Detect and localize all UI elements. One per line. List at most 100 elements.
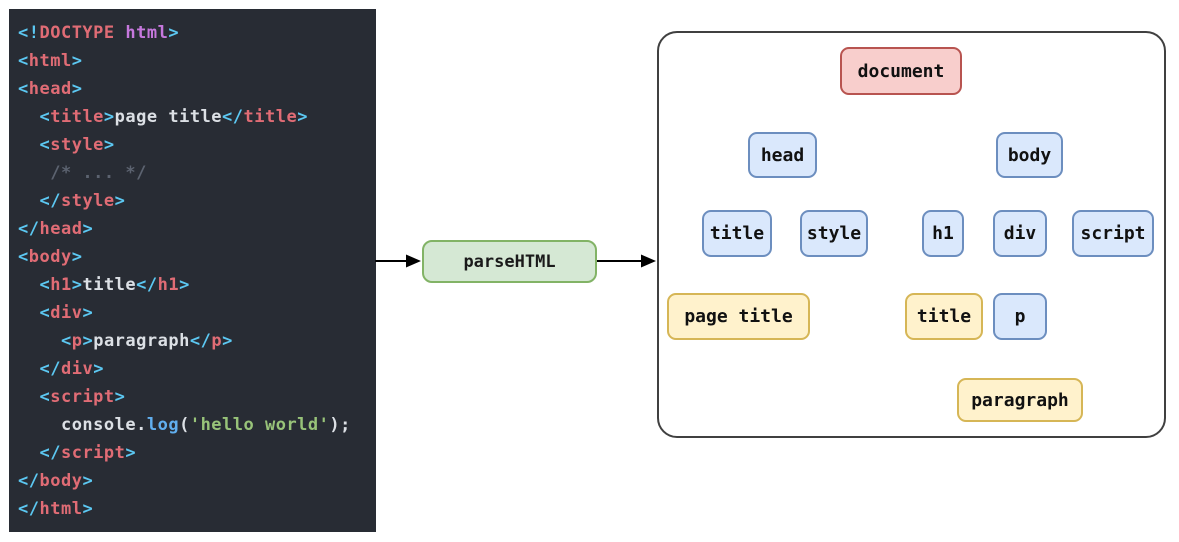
code-token-punct: > (82, 499, 94, 519)
code-token-text: ; (340, 415, 351, 435)
code-token-text (18, 415, 61, 435)
code-editor-panel: <!DOCTYPE html><html><head> <title>page … (9, 9, 376, 532)
code-token-punct: > (114, 387, 126, 407)
code-line: <html> (18, 47, 376, 75)
code-line: <p>paragraph</p> (18, 327, 376, 355)
code-token-tag: head (28, 79, 72, 99)
code-line: </div> (18, 355, 376, 383)
tree-node-page-title-text: page title (667, 293, 810, 340)
code-token-text: . (136, 415, 147, 435)
code-token-text (18, 107, 39, 127)
code-token-keyword: html (125, 23, 169, 43)
code-line: console.log('hello world'); (18, 411, 376, 439)
code-token-punct: < (18, 79, 29, 99)
code-token-punct: </ (18, 471, 40, 491)
code-token-punct: > (71, 51, 83, 71)
code-token-punct: < (39, 387, 51, 407)
code-token-tag: div (60, 359, 94, 379)
code-token-punct: > (82, 219, 94, 239)
flow-arrow-left-head (406, 254, 421, 268)
code-line: <body> (18, 243, 376, 271)
code-token-tag: title (243, 107, 298, 127)
code-token-text (115, 23, 126, 43)
code-token-punct: > (222, 331, 233, 351)
code-line: </script> (18, 439, 376, 467)
tree-node-script: script (1072, 210, 1154, 257)
code-token-func: log (146, 415, 180, 435)
code-token-punct: > (179, 275, 190, 295)
code-token-punct: < (39, 107, 51, 127)
code-token-tag: h1 (157, 275, 180, 295)
code-token-punct: > (114, 191, 126, 211)
code-token-text: paragraph (93, 331, 190, 351)
code-token-punct: </ (136, 275, 158, 295)
code-token-punct: < (18, 247, 29, 267)
code-token-punct: > (93, 359, 104, 379)
code-token-text (18, 359, 39, 379)
code-token-punct: > (103, 107, 115, 127)
code-token-punct: < (60, 331, 72, 351)
code-token-tag: script (50, 387, 115, 407)
tree-node-document: document (840, 47, 962, 95)
code-line: /* ... */ (18, 159, 376, 187)
code-token-punct: </ (18, 219, 40, 239)
code-token-tag: h1 (50, 275, 72, 295)
code-token-punct: > (71, 79, 83, 99)
tree-node-title-text: title (905, 293, 983, 340)
code-token-string: 'hello world' (189, 415, 330, 435)
code-token-punct: < (39, 135, 51, 155)
code-token-tag: div (50, 303, 83, 323)
code-token-tag: title (50, 107, 104, 127)
code-token-punct: </ (39, 443, 61, 463)
code-token-text (18, 331, 61, 351)
code-token-punct: > (125, 443, 137, 463)
code-token-text (18, 303, 39, 323)
code-token-punct: > (82, 471, 94, 491)
parse-html-step: parseHTML (422, 240, 597, 283)
code-token-text: ( (179, 415, 190, 435)
code-token-punct: > (82, 303, 94, 323)
code-token-tag: script (60, 443, 126, 463)
code-line: <title>page title</title> (18, 103, 376, 131)
code-line: <script> (18, 383, 376, 411)
code-token-punct: </ (39, 359, 61, 379)
code-token-tag: head (39, 219, 83, 239)
code-token-text (18, 135, 39, 155)
code-token-text (18, 443, 39, 463)
tree-node-p: p (993, 293, 1047, 340)
code-token-tag: p (211, 331, 223, 351)
code-token-punct: </ (189, 331, 212, 351)
code-line: </head> (18, 215, 376, 243)
code-token-punct: > (71, 247, 83, 267)
code-token-punct: > (82, 331, 94, 351)
code-token-punct: > (297, 107, 308, 127)
code-line: <h1>title</h1> (18, 271, 376, 299)
code-token-punct: > (71, 275, 83, 295)
flow-arrow-right-head (641, 254, 656, 268)
code-token-punct: > (103, 135, 115, 155)
tree-node-h1: h1 (922, 210, 964, 257)
code-token-tag: body (39, 471, 83, 491)
tree-node-div: div (993, 210, 1047, 257)
code-token-text (18, 275, 39, 295)
code-token-tag: DOCTYPE (39, 23, 115, 43)
code-token-punct: < (18, 51, 29, 71)
code-line: <div> (18, 299, 376, 327)
code-line: </html> (18, 495, 376, 523)
code-token-tag: style (50, 135, 104, 155)
code-token-tag: body (28, 247, 72, 267)
code-token-text: ) (329, 415, 341, 435)
code-line: <head> (18, 75, 376, 103)
code-token-text: console (60, 415, 137, 435)
code-token-text: title (82, 275, 137, 295)
code-token-tag: html (28, 51, 72, 71)
tree-node-paragraph-text: paragraph (957, 378, 1083, 422)
code-token-text (18, 191, 39, 211)
code-token-comment: /* ... */ (18, 163, 147, 183)
code-line: </style> (18, 187, 376, 215)
tree-node-title: title (702, 210, 772, 257)
code-token-punct: > (168, 23, 180, 43)
code-token-punct: < (39, 275, 51, 295)
code-token-punct: </ (222, 107, 244, 127)
code-line: <!DOCTYPE html> (18, 19, 376, 47)
